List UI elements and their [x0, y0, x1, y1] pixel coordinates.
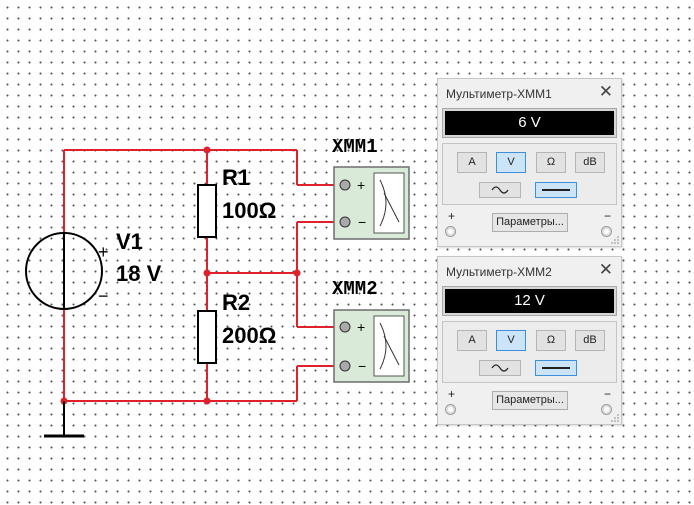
mode-db-button[interactable]: dB	[575, 330, 605, 351]
r2-name-label: R2	[222, 290, 250, 315]
sine-wave-icon	[491, 186, 509, 194]
close-icon[interactable]: ✕	[598, 260, 613, 279]
mode-db-button[interactable]: dB	[575, 152, 605, 173]
source-value-label: 18 V	[116, 261, 162, 286]
r2-value-label: 200Ω	[222, 323, 276, 348]
panel-title: Мультиметр-XMM2	[446, 265, 552, 279]
source-name-label: V1	[116, 229, 143, 254]
resistor-r1[interactable]	[197, 184, 217, 238]
reading-display: 12 V	[445, 289, 614, 313]
mode-voltmeter-button[interactable]: V	[496, 330, 526, 351]
multimeter-xmm2-symbol[interactable]: + −	[333, 309, 410, 383]
resize-grip-icon[interactable]	[611, 236, 619, 244]
mode-ohmmeter-button[interactable]: Ω	[536, 330, 566, 351]
parameters-button[interactable]: Параметры...	[492, 213, 568, 232]
r1-name-label: R1	[222, 165, 250, 190]
plus-terminal-label: +	[448, 387, 456, 401]
mode-voltmeter-button[interactable]: V	[496, 152, 526, 173]
source-plus-sign: +	[98, 242, 109, 262]
junctions	[60, 146, 301, 405]
dc-wave-button[interactable]	[535, 360, 577, 376]
resize-grip-icon[interactable]	[611, 414, 619, 422]
ac-wave-button[interactable]	[479, 360, 521, 376]
plus-terminal[interactable]	[445, 404, 456, 415]
reading-display: 6 V	[445, 111, 614, 135]
close-icon[interactable]: ✕	[598, 82, 613, 101]
display-frame: 6 V	[442, 108, 617, 138]
voltage-source-v1[interactable]: + −	[25, 232, 109, 310]
minus-terminal[interactable]	[601, 404, 612, 415]
dc-line-icon	[542, 367, 570, 369]
xmm1-name-label: XMM1	[332, 136, 378, 158]
parameters-button[interactable]: Параметры...	[492, 391, 568, 410]
mode-ammeter-button[interactable]: A	[457, 152, 487, 173]
plus-terminal[interactable]	[445, 226, 456, 237]
plus-terminal-label: +	[448, 209, 456, 223]
mode-ammeter-button[interactable]: A	[457, 330, 487, 351]
dc-line-icon	[542, 189, 570, 191]
multimeter-panel-xmm1[interactable]: Мультиметр-XMM1 ✕ 6 V A V Ω dB + Парамет…	[437, 78, 622, 247]
ac-wave-button[interactable]	[479, 182, 521, 198]
sine-wave-icon	[491, 364, 509, 372]
minus-terminal-label: −	[604, 209, 612, 223]
multimeter-panel-xmm2[interactable]: Мультиметр-XMM2 ✕ 12 V A V Ω dB + Параме…	[437, 256, 622, 425]
resistor-r2[interactable]	[197, 310, 217, 364]
xmm2-plus-sign: +	[357, 319, 365, 335]
xmm2-minus-sign: −	[358, 358, 366, 374]
dc-wave-button[interactable]	[535, 182, 577, 198]
r1-value-label: 100Ω	[222, 198, 276, 223]
mode-ohmmeter-button[interactable]: Ω	[536, 152, 566, 173]
xmm2-name-label: XMM2	[332, 278, 378, 300]
display-frame: 12 V	[442, 286, 617, 316]
minus-terminal[interactable]	[601, 226, 612, 237]
ground-symbol	[44, 401, 84, 438]
controls-area: A V Ω dB	[442, 143, 617, 205]
minus-terminal-label: −	[604, 387, 612, 401]
multimeter-xmm1-symbol[interactable]: + −	[333, 166, 410, 240]
xmm1-plus-sign: +	[357, 177, 365, 193]
xmm1-minus-sign: −	[358, 214, 366, 230]
source-minus-sign: −	[98, 286, 109, 306]
panel-title: Мультиметр-XMM1	[446, 87, 552, 101]
controls-area: A V Ω dB	[442, 321, 617, 383]
